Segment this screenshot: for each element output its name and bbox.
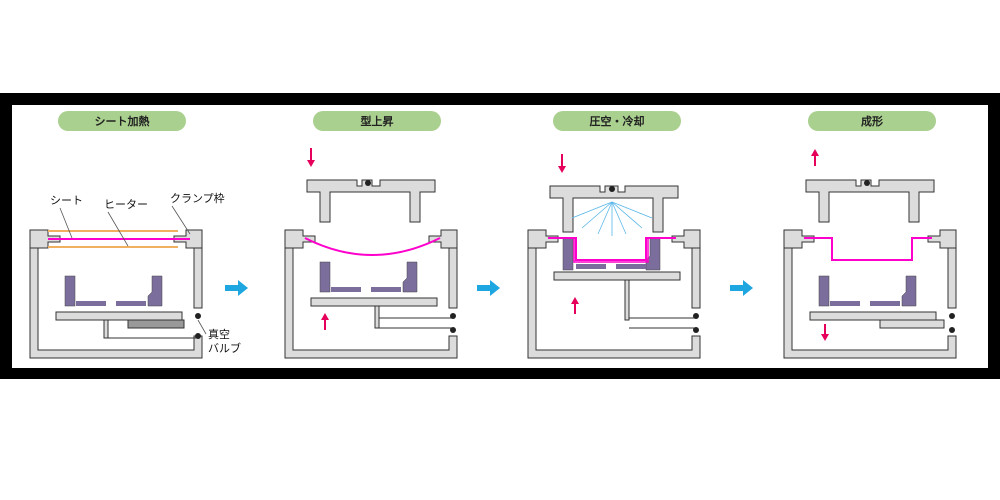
- mold: [319, 261, 418, 293]
- clamp-frame-label: クランプ枠: [170, 191, 225, 205]
- down-arrow-icon: [307, 148, 315, 167]
- platen-stem: [374, 305, 380, 329]
- step-label-1: シート加熱: [58, 111, 186, 131]
- valve-icon: [450, 327, 456, 333]
- label-pill: [553, 111, 681, 131]
- valve-icon: [609, 186, 615, 192]
- vacuum-label-line2: バルブ: [208, 341, 241, 355]
- valve-icon: [195, 313, 201, 319]
- step-label-3: 圧空・冷却: [553, 111, 681, 131]
- platen: [310, 297, 438, 307]
- up-arrow-icon: [321, 313, 329, 330]
- upper-lid: [805, 179, 935, 223]
- vacuum-line: [379, 317, 453, 329]
- up-arrow-icon: [571, 297, 579, 314]
- clamp-frame-right: [671, 229, 701, 249]
- sheet-label: シート: [50, 194, 83, 207]
- heater-label: ヒーター: [104, 198, 148, 211]
- formed-sheet: [804, 237, 932, 261]
- valve-icon: [195, 333, 201, 339]
- clamp-frame-left: [527, 229, 559, 249]
- clamp-frame-left: [783, 229, 815, 249]
- valve-icon: [450, 313, 456, 319]
- sheet-formed-edge: [573, 238, 649, 263]
- step-1-diagram: シート ヒーター クランプ枠 真空 バルブ: [29, 191, 241, 359]
- platen: [809, 311, 937, 321]
- leader-clamp: [171, 205, 191, 235]
- chamber-wall: [29, 235, 203, 359]
- step-label-2: 型上昇: [313, 111, 441, 131]
- step-label-text: 圧空・冷却: [590, 114, 645, 128]
- step-4-diagram: [783, 149, 957, 359]
- upper-lid: [549, 185, 679, 233]
- right-arrow-icon: [225, 280, 248, 296]
- clamp-frame-right: [927, 229, 957, 249]
- right-arrow-icon: [477, 280, 500, 296]
- chamber-wall: [527, 235, 701, 359]
- mold: [64, 275, 163, 307]
- clamp-frame-right: [428, 229, 458, 249]
- base-block: [127, 319, 185, 329]
- down-arrow-icon: [558, 154, 566, 173]
- label-pill: [808, 111, 936, 131]
- platen-stem: [103, 319, 109, 339]
- step-label-text: 成形: [861, 114, 883, 128]
- label-pill: [58, 111, 186, 131]
- valve-icon: [949, 313, 955, 319]
- vacuum-label-line1: 真空: [208, 327, 230, 341]
- valve-icon: [693, 327, 699, 333]
- sheet: [304, 237, 441, 256]
- right-arrow-icon: [730, 280, 753, 296]
- label-pill: [313, 111, 441, 131]
- upper-lid: [306, 179, 436, 223]
- valve-icon: [365, 180, 371, 186]
- chamber-wall: [284, 235, 458, 359]
- up-arrow-icon: [811, 149, 819, 166]
- base-block: [879, 319, 945, 329]
- leader-heater: [107, 211, 129, 247]
- white-panel: [12, 105, 988, 368]
- step-label-4: 成形: [808, 111, 936, 131]
- platen: [55, 311, 183, 321]
- down-arrow-icon: [821, 324, 829, 341]
- valve-icon: [693, 313, 699, 319]
- chamber-wall: [783, 235, 957, 359]
- step-label-text: 型上昇: [361, 114, 394, 128]
- compressed-air-rays: [571, 201, 653, 236]
- step-2-diagram: [284, 148, 458, 359]
- leader-sheet: [59, 207, 73, 239]
- step-label-text: シート加熱: [95, 114, 150, 128]
- platen-stem: [624, 279, 630, 321]
- mold: [818, 275, 917, 307]
- sheet: [548, 237, 676, 261]
- valve-icon: [864, 180, 870, 186]
- step-3-diagram: [527, 154, 701, 359]
- valve-icon: [949, 327, 955, 333]
- platen: [553, 271, 681, 281]
- leader-vacuum: [197, 319, 207, 335]
- vacuum-line: [629, 317, 696, 329]
